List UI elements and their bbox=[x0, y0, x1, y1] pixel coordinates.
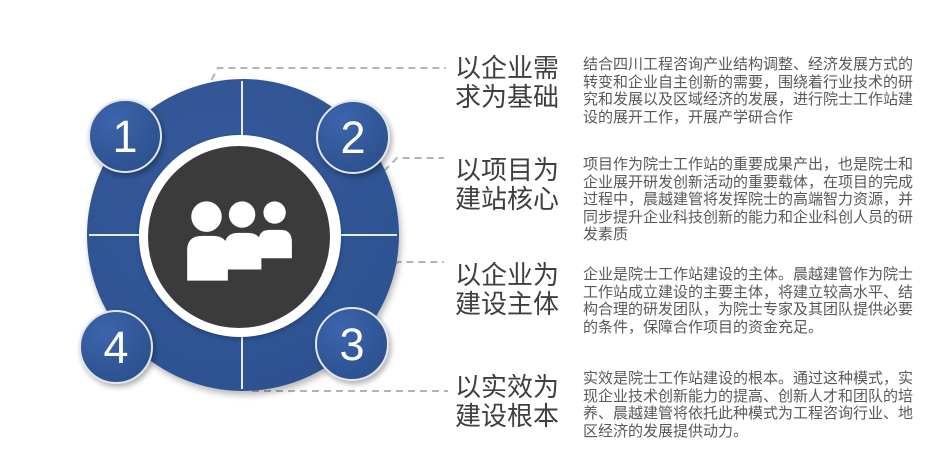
section-4-title: 以实效为建设根本 bbox=[455, 372, 560, 431]
section-2-body: 项目作为院士工作站的重要成果产出，也是院士和企业展开研发创新活动的重要载体，在项… bbox=[583, 156, 914, 243]
center-hub bbox=[148, 146, 330, 328]
section-1-title: 以企业需求为基础 bbox=[455, 53, 560, 112]
section-2-title: 以项目为建站核心 bbox=[455, 155, 560, 214]
section-3-body: 企业是院士工作站建设的主体。晨越建管作为院士工作站成立建设的主要主体，将建立较高… bbox=[583, 266, 914, 336]
section-1-body: 结合四川工程咨询产业结构调整、经济发展方式的转变和企业自主创新的需要，围绕着行业… bbox=[583, 56, 914, 126]
step-badge-1: 1 bbox=[88, 99, 162, 173]
step-badge-3: 3 bbox=[315, 307, 389, 381]
step-badge-4: 4 bbox=[79, 310, 153, 384]
step-badge-2-number: 2 bbox=[340, 111, 366, 163]
section-3-title: 以企业为建设主体 bbox=[455, 260, 560, 319]
step-badge-1-number: 1 bbox=[112, 110, 138, 162]
step-badge-4-number: 4 bbox=[103, 321, 129, 373]
people-group-icon bbox=[187, 201, 292, 281]
connector-line-2 bbox=[383, 157, 444, 172]
step-badge-2: 2 bbox=[316, 100, 390, 174]
step-badge-3-number: 3 bbox=[339, 318, 365, 370]
section-4-body: 实效是院士工作站建设的根本。通过这种模式，实现企业技术创新能力的提高、创新人才和… bbox=[583, 370, 914, 440]
